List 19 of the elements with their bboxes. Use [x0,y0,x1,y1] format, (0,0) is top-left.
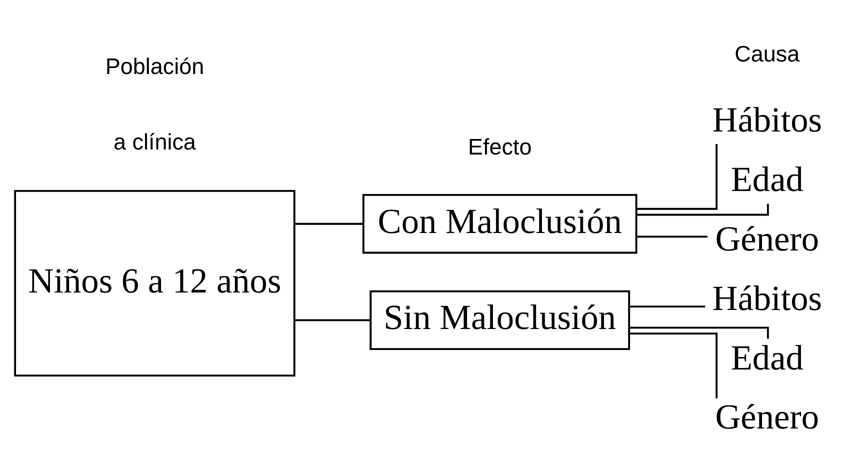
connector [630,332,718,398]
connector [636,144,718,210]
connector [636,236,708,238]
label: a clínica [114,130,196,155]
label: Población [105,54,204,80]
node-text: Género [715,220,820,259]
connector [294,319,370,322]
connector [294,222,364,225]
node-box: Con Maloclusión [362,194,638,254]
node-text: Hábitos [712,278,822,318]
label: Efecto [468,134,532,160]
node-text: Hábitos [712,100,822,140]
node-text: Edad [730,160,804,200]
node-text: Edad [730,338,804,378]
node-text: Género [715,398,820,437]
connector [630,306,706,308]
node-box: Niños 6 a 12 años [14,190,296,377]
node-box: Sin Maloclusión [370,290,630,350]
label: Causa [734,41,800,66]
